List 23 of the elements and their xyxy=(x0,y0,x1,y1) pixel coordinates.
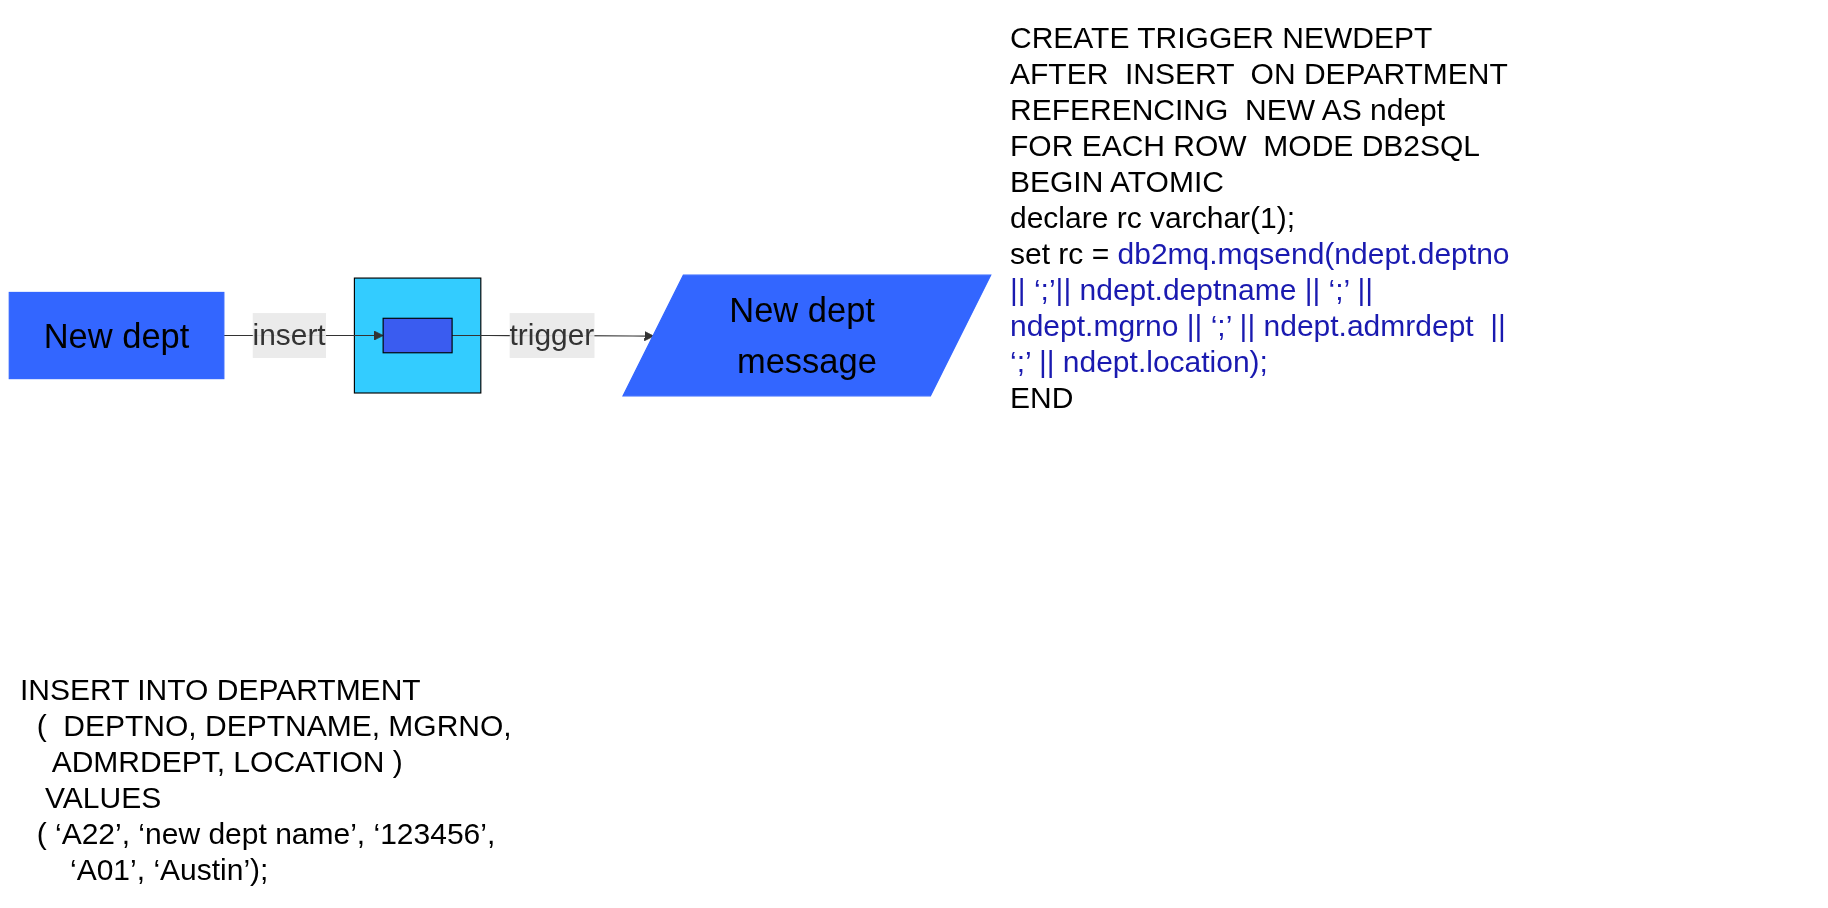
code-line: set rc = xyxy=(1010,237,1111,270)
code-line: BEGIN ATOMIC xyxy=(1010,165,1224,198)
code-line: FOR EACH ROW MODE DB2SQL xyxy=(1010,129,1481,162)
code-line: AFTER INSERT ON DEPARTMENT xyxy=(1010,57,1508,90)
edge-label: insert xyxy=(252,318,326,353)
code-line: ( ‘A22’, ‘new dept name’, ‘123456’, xyxy=(35,817,496,850)
code-line: VALUES xyxy=(44,781,162,814)
node-box: New dept xyxy=(8,292,225,380)
edge-label: trigger xyxy=(509,318,595,353)
code-line: ‘;’ || ndept.location); xyxy=(1010,345,1268,378)
code-line: ndept.mgrno || ‘;’ || ndept.admrdept || xyxy=(1010,309,1506,342)
code-line: CREATE TRIGGER NEWDEPT xyxy=(1010,21,1433,54)
code-line: ADMRDEPT, LOCATION ) xyxy=(50,745,403,778)
node-bar xyxy=(382,318,453,354)
code-line: INSERT INTO DEPARTMENT xyxy=(20,673,421,706)
code-line: declare rc varchar(1); xyxy=(1010,201,1296,234)
code-line: ‘A01’, ‘Austin’); xyxy=(69,853,269,886)
code-line: ( DEPTNO, DEPTNAME, MGRNO, xyxy=(35,709,512,742)
code-line: || ‘;’|| ndept.deptname || ‘;’ || xyxy=(1010,273,1374,306)
code-line: db2mq.mqsend(ndept.deptno xyxy=(1117,237,1510,270)
cluster xyxy=(353,277,482,395)
code-line: REFERENCING NEW AS ndept xyxy=(1010,93,1446,126)
code-line: END xyxy=(1010,381,1074,414)
